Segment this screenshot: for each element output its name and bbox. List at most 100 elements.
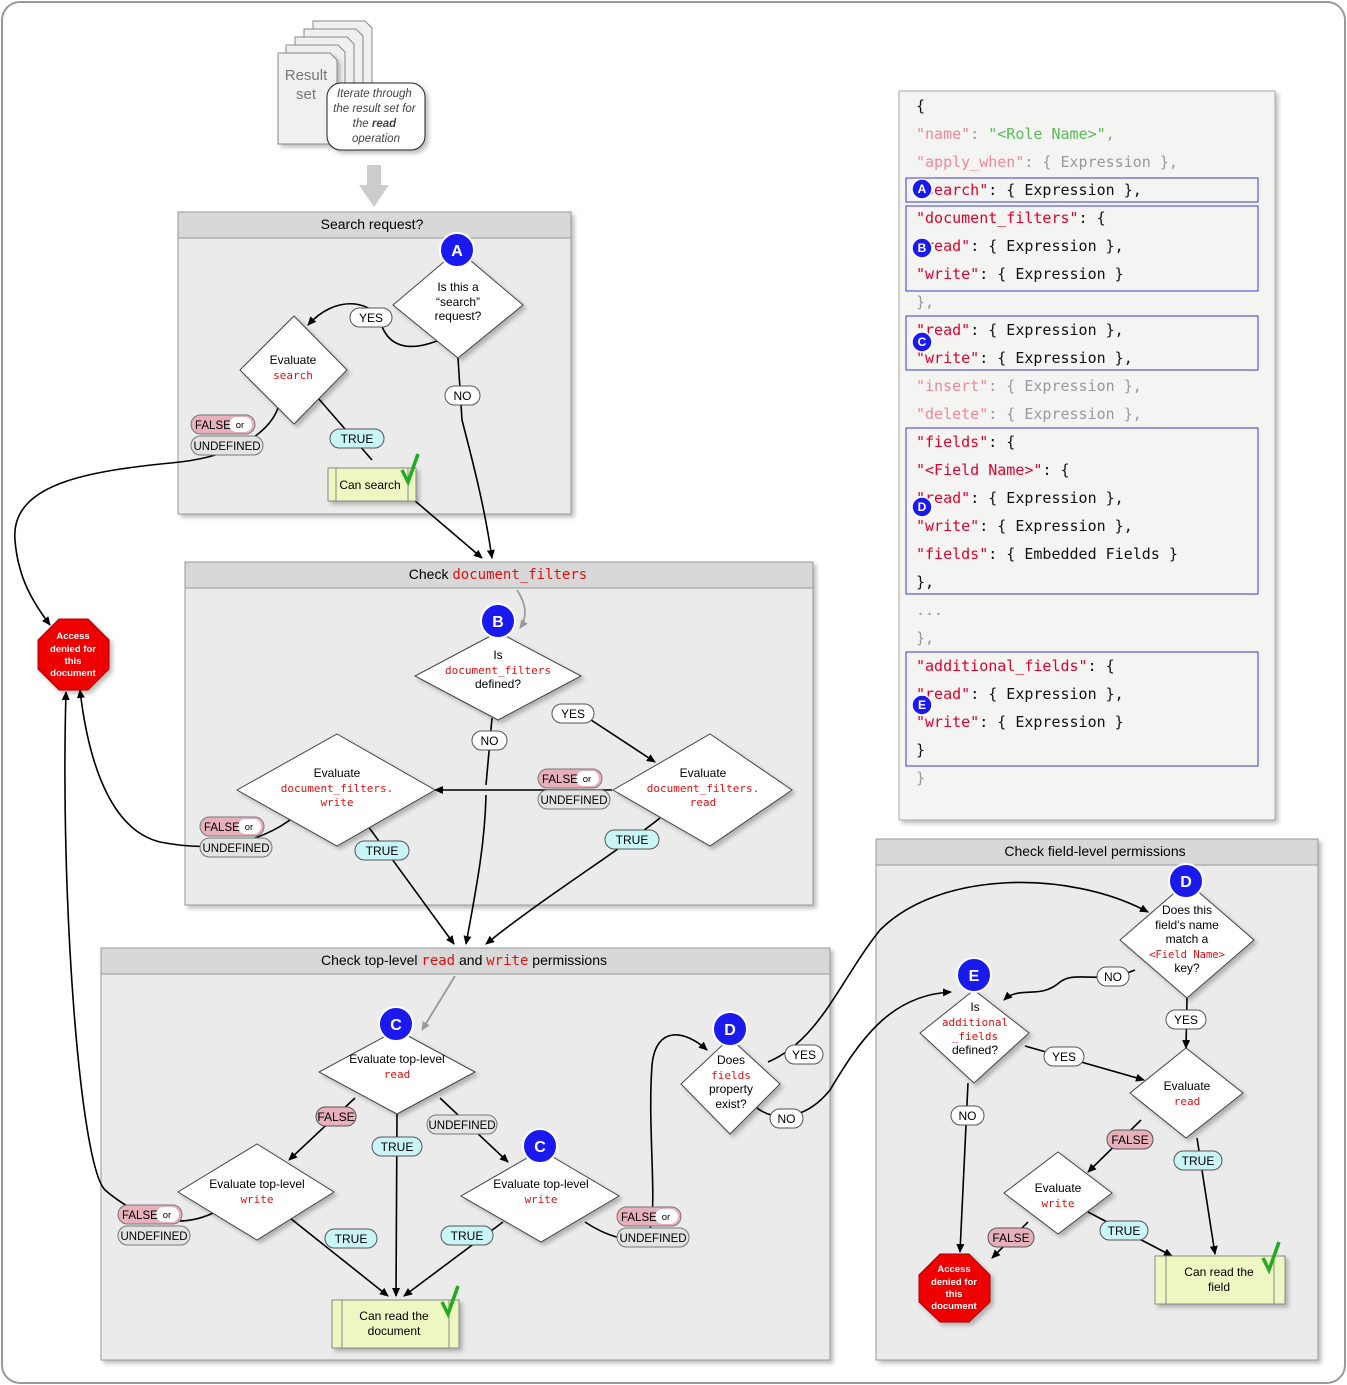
search-decision-text: Is this a“search”request? [435,280,482,323]
decision-diamonds [177,249,1255,1243]
step-marker-a: A [911,178,933,200]
code-line: "write": { Expression } [916,265,1124,283]
entry-arrows [421,589,528,1031]
step-marker-d: D [712,1011,748,1047]
svg-text:C: C [390,1017,402,1034]
svg-text:YES: YES [792,1048,816,1062]
no-pill: NO [471,730,508,751]
svg-text:TRUE: TRUE [1182,1154,1215,1168]
no-pill: NO [769,1108,804,1129]
svg-text:TRUE: TRUE [366,844,399,858]
code-line: "<Field Name>": { [916,461,1070,479]
yes-pill: YES [784,1044,824,1065]
svg-text:E: E [969,968,980,985]
check-icon [440,1285,460,1319]
svg-text:TRUE: TRUE [616,833,649,847]
big-down-arrow [359,165,389,207]
code-line: "fields": { Embedded Fields } [916,545,1178,563]
false-pill: FALSE [315,1106,357,1127]
code-line: }, [916,629,934,647]
panel-search [177,211,572,515]
svg-text:NO: NO [454,389,472,403]
svg-text:or: or [163,1210,171,1221]
code-line: "read": { Expression }, [916,489,1124,507]
svg-text:NO: NO [959,1109,977,1123]
panel-top-level [100,947,831,1361]
svg-text:C: C [534,1139,546,1156]
iterate-callout: Iterate through the result set for the r… [326,82,426,151]
svg-text:UNDEFINED: UNDEFINED [202,843,269,855]
code-line: "write": { Expression }, [916,517,1133,535]
false-pill: FALSE [1106,1129,1154,1150]
true-pill: TRUE [604,829,660,850]
step-marker-c: C [378,1006,414,1042]
yes-pill: YES [1165,1009,1207,1030]
step-marker-e: E [911,694,933,716]
code-line: "apply_when": { Expression }, [916,153,1178,171]
svg-text:FALSE: FALSE [122,1210,158,1222]
no-pill: NO [444,385,481,406]
svg-text:B: B [918,241,927,255]
code-line: ... [916,601,943,619]
true-pill: TRUE [329,428,385,449]
svg-text:TRUE: TRUE [1108,1224,1141,1238]
code-line: "write": { Expression }, [916,349,1133,367]
svg-text:TRUE: TRUE [451,1229,484,1243]
svg-text:UNDEFINED: UNDEFINED [120,1231,187,1243]
svg-text:D: D [1180,874,1192,891]
code-line: "read": { Expression }, [916,685,1124,703]
check-icon [400,453,420,487]
code-line: } [916,741,925,759]
code-line: "insert": { Expression }, [916,377,1142,395]
result-set-label: Result [285,67,328,84]
code-panel [898,90,1276,821]
svg-text:TRUE: TRUE [335,1232,368,1246]
code-line: "fields": { [916,433,1015,451]
svg-text:FALSE: FALSE [621,1212,657,1224]
svg-text:NO: NO [1104,970,1122,984]
svg-text:FALSE: FALSE [195,420,231,432]
code-line: } [916,769,925,787]
no-pill: NO [1096,966,1130,987]
step-marker-c: C [911,331,933,353]
yes-pill: YES [1043,1046,1085,1067]
step-marker-b: B [480,603,516,639]
panel-top-level-title: Check top-level read and write permissio… [321,952,607,969]
true-pill: TRUE [1099,1220,1149,1241]
code-line: }, [916,573,934,591]
svg-text:or: or [236,420,244,431]
svg-text:YES: YES [1052,1050,1076,1064]
svg-text:or: or [583,774,591,785]
step-marker-c: C [522,1128,558,1164]
code-line: "read": { Expression }, [916,237,1124,255]
svg-text:TRUE: TRUE [381,1140,414,1154]
false-pill: FALSE [987,1227,1035,1248]
yes-pill: YES [551,703,595,724]
svg-text:TRUE: TRUE [341,432,374,446]
svg-text:B: B [492,614,504,631]
svg-text:UNDEFINED: UNDEFINED [428,1120,495,1132]
code-line: }, [916,293,934,311]
stop-sign-icon [918,1253,991,1323]
code-line: "delete": { Expression }, [916,405,1142,423]
svg-text:FALSE: FALSE [992,1231,1029,1245]
